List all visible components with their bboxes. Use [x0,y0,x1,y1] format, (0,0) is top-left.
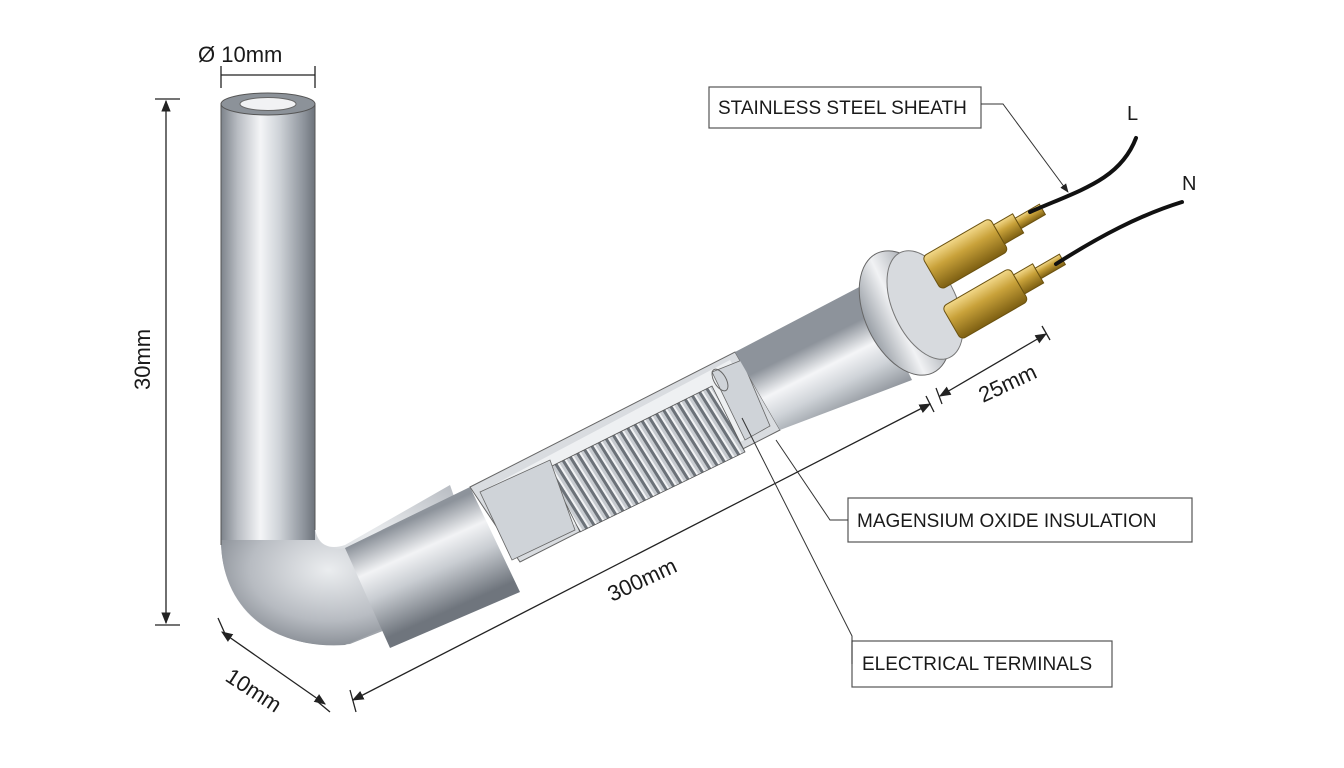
callout-terminals-label: ELECTRICAL TERMINALS [862,654,1092,675]
dimension-terminal-label: 25mm [975,359,1041,407]
callout-insulation: MAGENSIUM OXIDE INSULATION [775,439,1193,543]
dimension-diameter-label: Ø 10mm [198,42,282,67]
callout-insulation-label: MAGENSIUM OXIDE INSULATION [857,511,1156,532]
callout-terminals: ELECTRICAL TERMINALS [741,417,1113,688]
wire-label-live: L [1127,103,1138,125]
dimension-diameter: Ø 10mm [198,42,316,88]
dimension-bend-label: 10mm [221,663,286,717]
terminal-neutral [943,253,1067,339]
callout-sheath-label: STAINLESS STEEL SHEATH [718,98,967,119]
dimension-length-label: 300mm [604,553,681,607]
wire-live [1028,136,1138,214]
wire-label-neutral: N [1182,173,1196,195]
vertical-tube-leg [221,104,315,544]
stainless-steel-tube [220,92,912,648]
wire-neutral [1054,200,1184,266]
dimension-height-label: 30mm [130,329,155,390]
dimension-height: 30mm [130,98,180,626]
electrical-terminals [923,203,1067,339]
callout-sheath: STAINLESS STEEL SHEATH [708,86,1069,193]
